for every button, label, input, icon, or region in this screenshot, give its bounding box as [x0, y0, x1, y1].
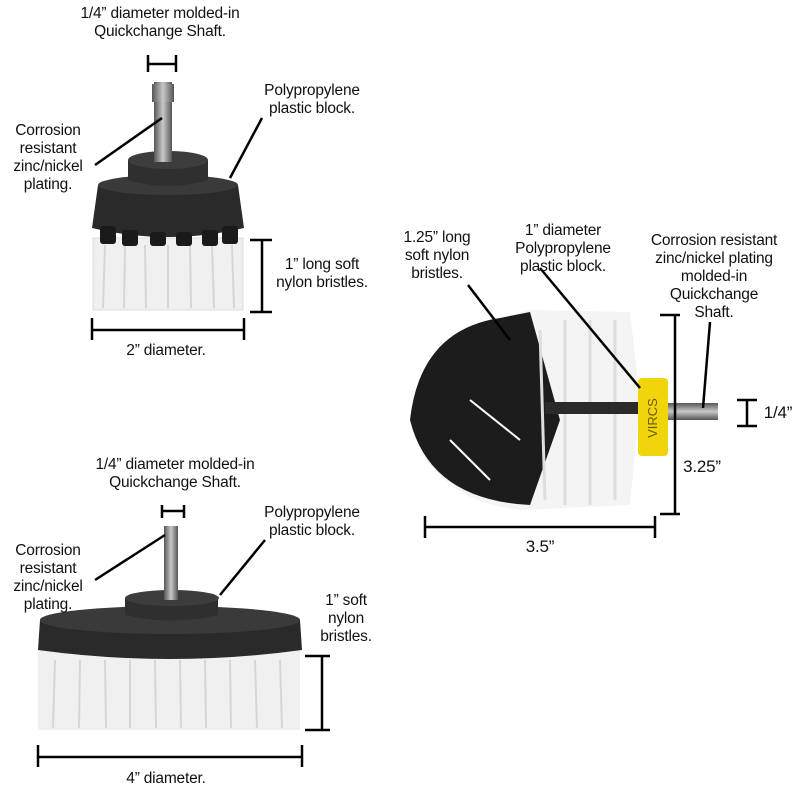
- label-line: bristles.: [320, 628, 372, 645]
- dimension-lines: [36, 55, 757, 767]
- label-line: 1” long soft: [284, 256, 360, 273]
- label-line: plating.: [23, 176, 73, 193]
- label-line: zinc/nickel: [13, 578, 83, 595]
- label-line: Quickchange Shaft.: [109, 474, 241, 491]
- label-line: plastic block.: [269, 100, 355, 117]
- label-line: Polypropylene: [515, 240, 611, 257]
- label-line: Polypropylene: [264, 82, 360, 99]
- label-line: Corrosion: [15, 542, 81, 559]
- label-line: zinc/nickel: [13, 158, 83, 175]
- brand-logo: VIRCS: [645, 398, 660, 438]
- label-line: 1” soft: [325, 592, 367, 609]
- label-line: soft nylon: [404, 247, 470, 264]
- label-line: plating.: [23, 596, 73, 613]
- label-line: Polypropylene: [264, 504, 360, 521]
- label-line: Quickchange: [669, 286, 759, 303]
- label-line: 1” diameter: [524, 222, 602, 239]
- label-line: nylon: [327, 610, 365, 627]
- label-line: Corrosion resistant: [650, 232, 778, 249]
- label-line: 1/4” diameter molded-in: [80, 5, 240, 22]
- height-label: 3.25”: [683, 457, 721, 476]
- label-line: zinc/nickel plating: [655, 250, 773, 267]
- diameter-label-4in: 4” diameter.: [126, 770, 206, 787]
- label-line: 1.25” long: [403, 229, 471, 246]
- label-line: plastic block.: [520, 258, 606, 275]
- label-line: bristles.: [411, 265, 463, 282]
- label-line: 1/4” diameter molded-in: [95, 456, 255, 473]
- label-line: resistant: [19, 560, 77, 577]
- label-line: resistant: [19, 140, 77, 157]
- brush-4in: [38, 526, 302, 730]
- brush-2in: [92, 82, 244, 311]
- label-line: Shaft.: [694, 304, 734, 321]
- width-label: 3.5”: [525, 537, 555, 556]
- brush-round: VIRCS: [410, 310, 718, 510]
- label-line: Quickchange Shaft.: [94, 23, 226, 40]
- label-line: molded-in: [680, 268, 748, 285]
- label-line: nylon bristles.: [276, 274, 368, 291]
- label-line: Corrosion: [15, 122, 81, 139]
- diameter-label-2in: 2” diameter.: [126, 342, 206, 359]
- shaft-size-label: 1/4”: [763, 403, 793, 422]
- label-line: plastic block.: [269, 522, 355, 539]
